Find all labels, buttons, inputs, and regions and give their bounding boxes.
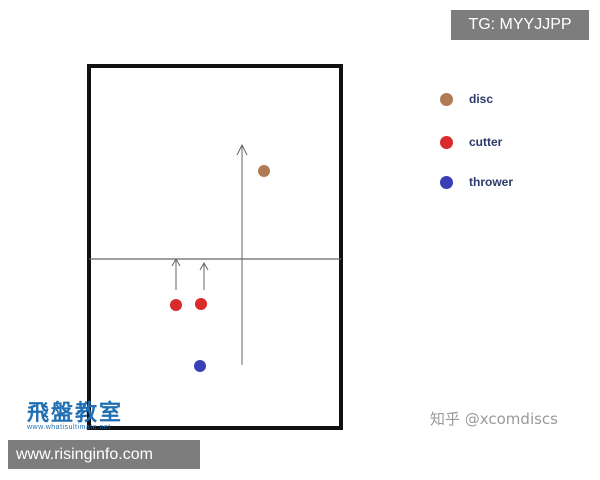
legend-label-cutter: cutter xyxy=(469,135,503,149)
disc-marker xyxy=(258,165,270,177)
legend-item-cutter: cutter xyxy=(440,135,502,149)
field-boundary xyxy=(87,64,343,430)
zhihu-watermark: 知乎 @xcomdiscs xyxy=(430,410,558,428)
legend-item-disc: disc xyxy=(440,92,493,106)
site-logo: 飛盤教室 www.whatisultimate.net xyxy=(27,401,145,432)
legend-item-thrower: thrower xyxy=(440,175,513,189)
logo-chinese-text: 飛盤教室 xyxy=(27,401,124,426)
cutter-1-arrow-head xyxy=(171,257,181,267)
legend-dot-cutter xyxy=(440,135,453,149)
disc-flight-arrow-head xyxy=(236,143,248,156)
legend-dot-thrower xyxy=(440,175,453,189)
tg-watermark: TG: MYYJJPP xyxy=(451,10,589,40)
cutter-marker xyxy=(195,298,207,310)
logo-url-text: www.whatisultimate.net xyxy=(27,424,111,431)
legend-label-disc: disc xyxy=(469,92,494,106)
legend-label-thrower: thrower xyxy=(469,175,514,189)
cutter-2-arrow-head xyxy=(199,261,209,271)
url-watermark: www.risinginfo.com xyxy=(8,440,200,469)
cutter-marker xyxy=(170,299,182,311)
thrower-marker xyxy=(194,360,206,372)
legend-dot-disc xyxy=(440,92,453,106)
